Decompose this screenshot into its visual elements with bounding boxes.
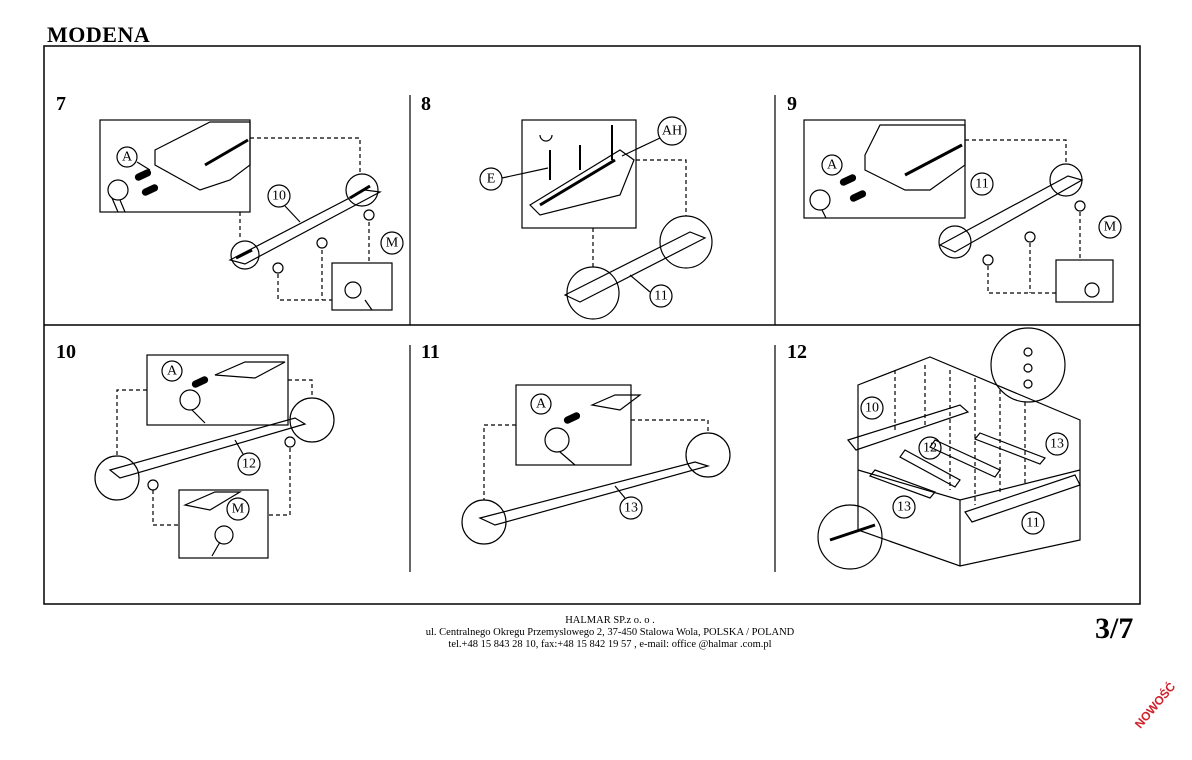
bed-base <box>857 356 1081 567</box>
detail-inset <box>99 119 251 213</box>
step-9: 9 A 11 M <box>787 93 1122 303</box>
svg-text:A: A <box>122 150 133 165</box>
svg-text:11: 11 <box>421 341 440 363</box>
svg-text:11: 11 <box>975 177 988 192</box>
svg-text:A: A <box>827 158 838 173</box>
company-contact: tel.+48 15 843 28 10, fax:+48 15 842 19 … <box>448 639 772 650</box>
svg-text:13: 13 <box>897 500 911 515</box>
board-detail <box>154 121 251 191</box>
step-number: 7 <box>56 93 66 115</box>
company-name: HALMAR SP.z o. o . <box>565 615 655 626</box>
step-10: 10 A 12 M <box>56 341 335 559</box>
svg-text:A: A <box>167 364 178 379</box>
board-part-10 <box>228 189 382 265</box>
svg-text:10: 10 <box>865 401 879 416</box>
svg-text:9: 9 <box>787 93 797 115</box>
company-address: ul. Centralnego Okregu Przemyslowego 2, … <box>425 627 795 638</box>
svg-text:M: M <box>386 236 399 251</box>
svg-text:12: 12 <box>242 457 256 472</box>
svg-text:12: 12 <box>787 341 807 363</box>
svg-text:13: 13 <box>1050 437 1064 452</box>
svg-text:E: E <box>487 172 496 187</box>
svg-text:11: 11 <box>1026 516 1039 531</box>
svg-text:11: 11 <box>654 289 667 304</box>
label-a <box>116 146 138 168</box>
step-11: 11 A 13 <box>421 341 731 545</box>
svg-text:13: 13 <box>624 501 638 516</box>
footer: HALMAR SP.z o. o . ul. Centralnego Okreg… <box>400 615 820 651</box>
page-number: 3/7 <box>1095 612 1134 645</box>
svg-text:8: 8 <box>421 93 431 115</box>
step-8: 8 AH E 11 <box>421 93 713 320</box>
svg-text:10: 10 <box>272 189 286 204</box>
step-7: 7 A 10 M <box>56 93 404 311</box>
svg-text:M: M <box>232 502 245 517</box>
svg-text:10: 10 <box>56 341 76 363</box>
cam-lock-icon <box>107 179 129 213</box>
svg-text:AH: AH <box>662 124 682 139</box>
svg-text:M: M <box>1104 220 1117 235</box>
svg-text:A: A <box>536 397 547 412</box>
document-title: MODENA <box>47 22 151 47</box>
screwdriver-icon <box>539 134 553 142</box>
svg-text:12: 12 <box>923 441 937 456</box>
step-12: 12 10 12 13 13 11 <box>787 327 1081 570</box>
